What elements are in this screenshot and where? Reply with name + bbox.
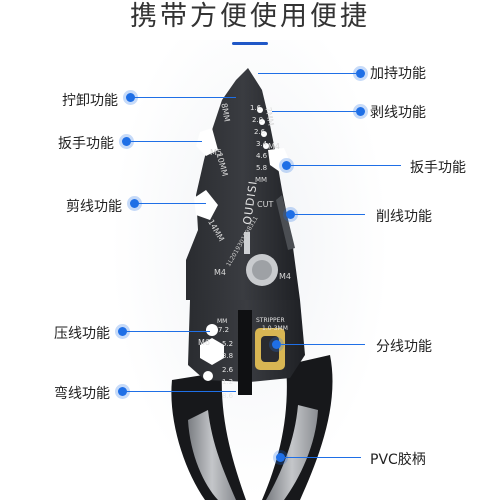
- engraving-m5: M5: [210, 148, 222, 157]
- engraving-m4-right: M4: [279, 272, 291, 281]
- gauge-crimp-1: 7.2: [218, 326, 230, 334]
- gauge-right-5: 4.6: [256, 152, 268, 160]
- callout-dot-crimp: [118, 327, 127, 336]
- callout-line-clamp: [258, 73, 356, 74]
- callout-label-twist: 拧卸功能: [62, 93, 118, 109]
- callout-dot-bend: [118, 387, 127, 396]
- callout-dot-cut-left: [130, 199, 139, 208]
- callout-dot-wrench-right: [282, 161, 291, 170]
- callout-dot-strip: [356, 107, 365, 116]
- callout-line-handle: [285, 457, 361, 458]
- gauge-crimp-4: 2.6: [222, 366, 234, 374]
- callout-label-wrench-right: 扳手功能: [410, 160, 466, 176]
- engraving-m4-left: M4: [214, 268, 226, 277]
- page-title: 携带方便使用便捷: [130, 1, 370, 32]
- callout-label-split: 分线功能: [376, 339, 432, 355]
- tool-head: [186, 68, 300, 300]
- callout-line-wrench-right: [291, 165, 401, 166]
- engraving-mm-small: MM: [217, 318, 228, 325]
- callout-dot-split: [272, 340, 281, 349]
- gauge-right-4: 3.4: [256, 140, 268, 148]
- callout-line-split: [281, 344, 365, 345]
- title-underline: [232, 42, 268, 45]
- callout-label-handle: PVC胶柄: [370, 452, 426, 468]
- callout-label-wrench-left: 扳手功能: [58, 136, 114, 152]
- gauge-crimp-2: 5.2: [222, 340, 234, 348]
- gauge-right-1: 1.6: [250, 104, 262, 112]
- callout-label-clamp: 加持功能: [370, 66, 426, 82]
- gauge-crimp-6: 8.6: [222, 392, 234, 400]
- callout-dot-clamp: [356, 69, 365, 78]
- gauge-right-2: 2.0: [252, 116, 264, 124]
- callout-label-crimp: 压线功能: [54, 326, 110, 342]
- engraving-m4-upper: M4: [268, 142, 280, 151]
- engraving-m6: M6: [198, 338, 210, 347]
- gauge-crimp-5: 1.2: [222, 378, 234, 386]
- callout-label-cut-left: 剪线功能: [66, 199, 122, 215]
- callout-line-crimp: [124, 331, 210, 332]
- engraving-mm: MM: [255, 176, 268, 184]
- engraving-stripper: STRIPPER: [256, 317, 285, 324]
- callout-dot-twist: [126, 93, 135, 102]
- handles: [171, 355, 333, 500]
- gauge-right-3: 2.6: [254, 128, 266, 136]
- callout-line-strip: [272, 111, 356, 112]
- callout-line-cut-left: [136, 203, 206, 204]
- callout-label-strip: 剥线功能: [370, 105, 426, 121]
- crimp-body: [188, 300, 305, 395]
- callout-dot-cut-right: [286, 210, 295, 219]
- gauge-right-6: 5.8: [256, 164, 268, 172]
- callout-dot-handle: [276, 453, 285, 462]
- engraving-stripper-range: 1.0-3MM: [262, 325, 288, 332]
- gauge-crimp-3: 3.8: [222, 352, 234, 360]
- callout-line-bend: [124, 391, 236, 392]
- callout-line-twist: [132, 97, 236, 98]
- callout-label-cut-right: 削线功能: [376, 209, 432, 225]
- callout-line-wrench-left: [128, 141, 202, 142]
- engraving-cut: CUT: [257, 200, 274, 209]
- callout-line-cut-right: [295, 214, 365, 215]
- callout-label-bend: 弯线功能: [54, 386, 110, 402]
- callout-dot-wrench-left: [122, 137, 131, 146]
